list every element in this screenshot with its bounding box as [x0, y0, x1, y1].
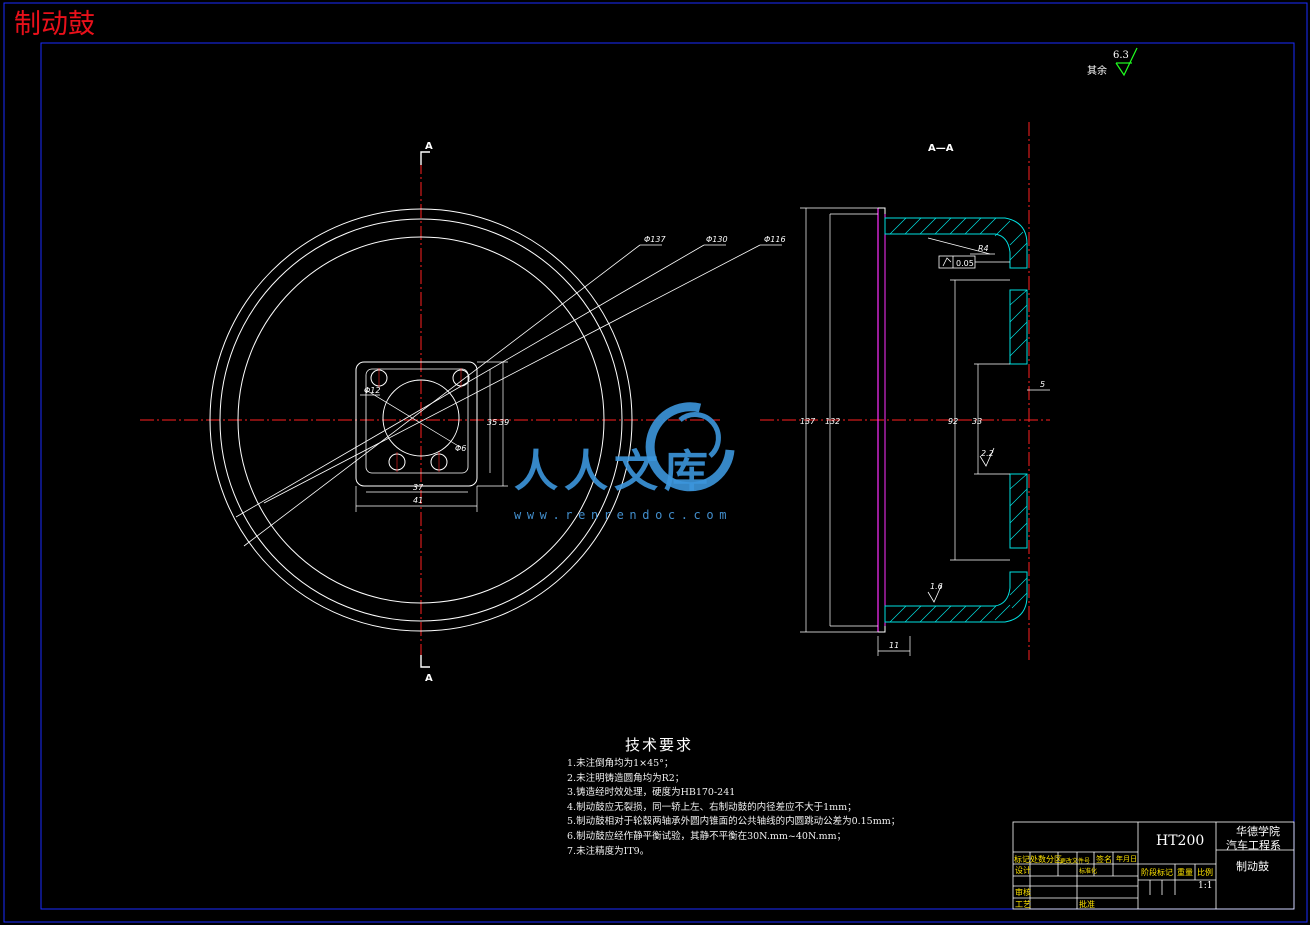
tech-item: 3.铸造经时效处理，硬度为HB170-241	[567, 787, 736, 799]
dim-d12: Φ12	[364, 386, 380, 395]
tech-item: 1.未注倒角均为1×45°；	[567, 758, 674, 769]
dim-5: 5	[1040, 380, 1045, 389]
ratio-label: 比例	[1197, 868, 1213, 877]
dim-d116-front: Φ116	[764, 235, 786, 244]
tech-item: 7.未注精度为IT9。	[567, 845, 650, 857]
section-view	[760, 122, 1050, 660]
title-block	[1012, 821, 1295, 910]
dim-1-6: 1.6	[930, 582, 943, 591]
department-label: 汽车工程系	[1226, 839, 1281, 852]
dim-33: 33	[972, 417, 982, 426]
dim-h35: 35	[487, 418, 497, 427]
tech-item: 6.制动鼓应经作静平衡试验，其静不平衡在30N.mm~40N.mm；	[567, 830, 847, 842]
watermark-text: 人人文库	[514, 446, 714, 497]
roughness-label: 其余	[1087, 64, 1107, 77]
review-label: 审核	[1015, 888, 1031, 897]
watermark-url: www.renrendoc.com	[514, 508, 733, 522]
dim-11: 11	[889, 641, 899, 650]
dim-2-2: 2.2	[981, 449, 994, 458]
dim-r4: R4	[978, 244, 989, 253]
dim-w41: 41	[413, 496, 423, 505]
weight-label: 重量	[1177, 868, 1193, 877]
dim-d137-front: Φ137	[644, 235, 666, 244]
technical-requirements: 技术要求 1.未注倒角均为1×45°； 2.未注明铸造圆角均为R2； 3.铸造经…	[567, 734, 900, 859]
cut-label-bottom: A	[425, 673, 433, 684]
dim-132-section: 132	[825, 417, 840, 426]
dim-runout: 0.05	[956, 259, 974, 268]
stage-label: 阶段标记	[1141, 868, 1173, 877]
section-view-title: A—A	[928, 143, 954, 154]
drawing-title: 制动鼓	[14, 9, 95, 40]
dim-h39: 39	[499, 418, 509, 427]
tech-item: 5.制动鼓相对于轮毂两轴承外圆内锥面的公共轴线的内圆跳动公差为0.15mm；	[567, 816, 901, 828]
dim-w37: 37	[413, 483, 424, 492]
design-label: 设计	[1015, 866, 1031, 875]
date-label: 年月日	[1116, 855, 1137, 863]
outer-frame	[3, 2, 1308, 923]
process-label: 工艺	[1015, 900, 1031, 909]
approve-label: 批准	[1079, 900, 1095, 909]
part-name-label: 制动鼓	[1236, 860, 1269, 873]
school-label: 华德学院	[1236, 825, 1280, 838]
revision-label: 标记处数分区	[1014, 855, 1062, 864]
dim-d130-front: Φ130	[706, 235, 728, 244]
scale-value: 1:1	[1198, 881, 1213, 891]
dim-92: 92	[948, 417, 958, 426]
material-label: HT200	[1156, 833, 1205, 849]
watermark-logo	[645, 402, 735, 492]
cut-label-top: A	[425, 141, 433, 152]
tech-item: 2.未注明铸造圆角均为R2；	[567, 772, 685, 784]
tech-heading: 技术要求	[625, 736, 694, 754]
file-no-label: 更改文件号	[1060, 858, 1091, 865]
standardize-label: 标准化	[1079, 868, 1098, 875]
dim-d6: Φ6	[455, 444, 466, 453]
roughness-symbol: 6.3 其余	[1087, 47, 1138, 77]
dim-137-section: 137	[800, 417, 816, 426]
inner-frame	[40, 42, 1295, 910]
tech-item: 4.制动鼓应无裂损，同一轿上左、右制动鼓的内径差应不大于1mm；	[567, 801, 857, 813]
signature-label: 签名	[1096, 855, 1112, 864]
roughness-value: 6.3	[1113, 50, 1129, 61]
front-view	[140, 151, 782, 668]
